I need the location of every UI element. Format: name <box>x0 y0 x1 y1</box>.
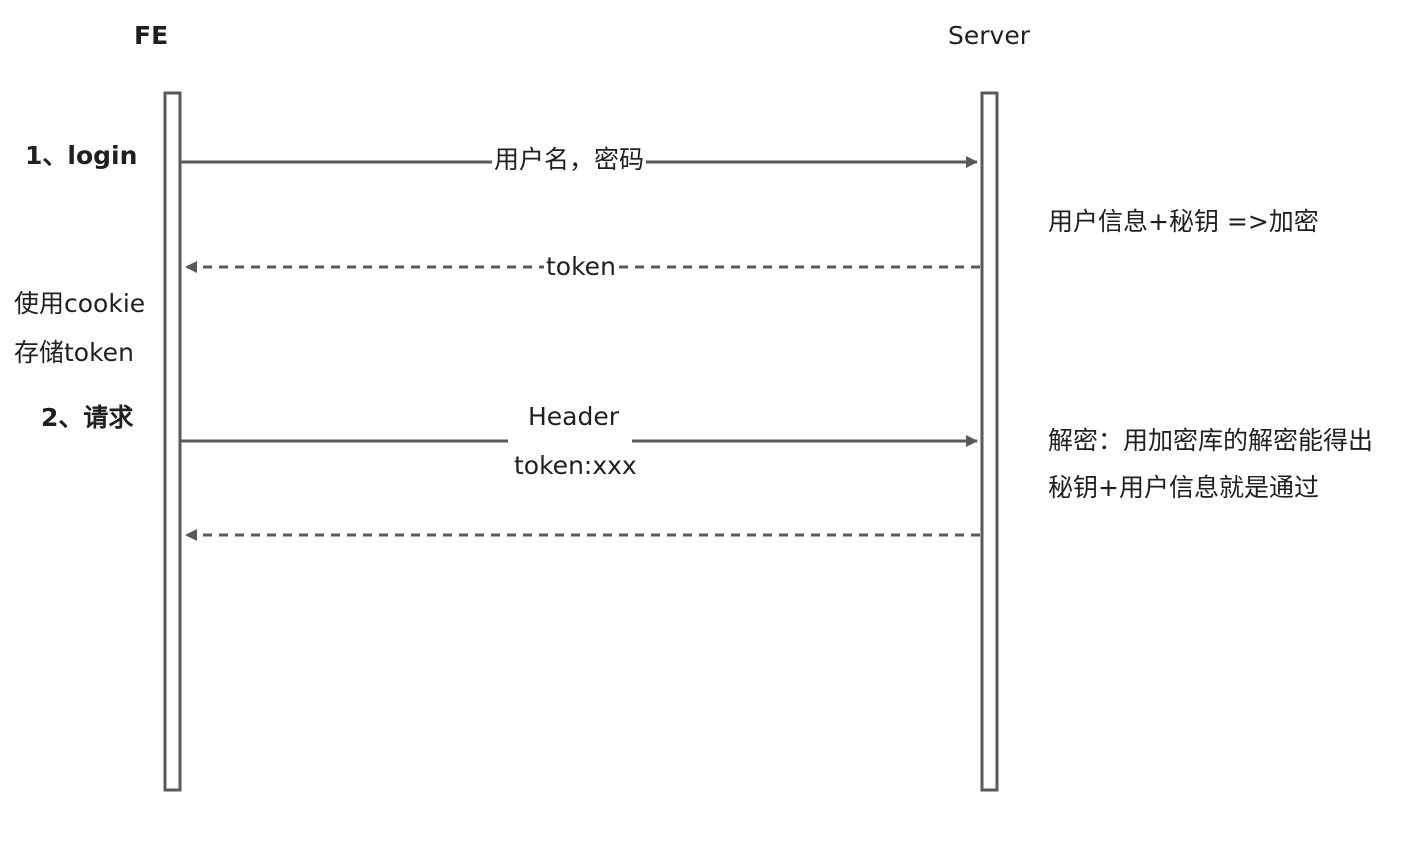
step2-label: 2、请求 <box>41 403 134 432</box>
token-message-label: token <box>544 252 618 282</box>
participant-fe-label: FE <box>134 21 169 50</box>
encrypt-note: 用户信息+秘钥 =>加密 <box>1048 207 1319 236</box>
request-token-label: token:xxx <box>514 451 637 480</box>
decrypt-note-line2: 秘钥+用户信息就是通过 <box>1048 473 1319 502</box>
decrypt-note-line1: 解密：用加密库的解密能得出 <box>1048 426 1374 455</box>
request-header-label: Header <box>528 402 620 431</box>
cookie-note-line1: 使用cookie <box>14 289 146 318</box>
server-lifeline <box>980 91 999 792</box>
login-message-label: 用户名，密码 <box>492 145 647 175</box>
fe-lifeline <box>163 91 182 792</box>
cookie-note-line2: 存储token <box>14 338 134 367</box>
participant-server-label: Server <box>948 21 1030 50</box>
step1-label: 1、login <box>25 141 138 170</box>
